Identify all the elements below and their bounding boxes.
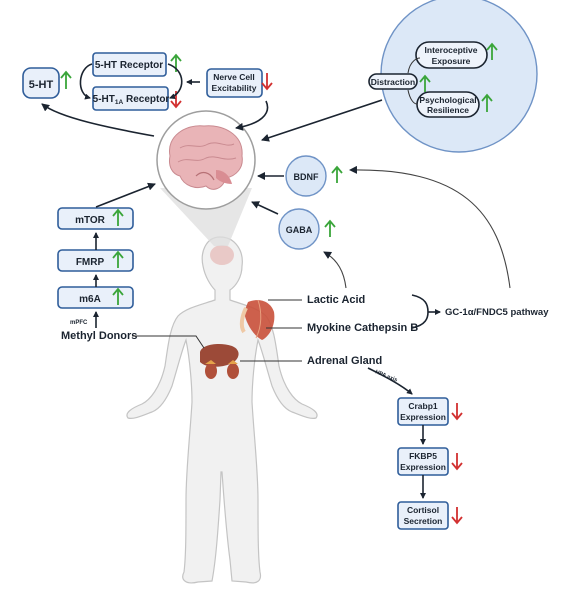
up-arrow-icon: [60, 70, 72, 89]
resilience-line2: Resilience: [427, 105, 469, 115]
lactic-acid-label: Lactic Acid: [307, 294, 365, 306]
arrow-mind-to-brain: [261, 99, 383, 142]
up-arrow-icon: [112, 250, 124, 268]
cortisol-box: [397, 501, 449, 530]
gaba-circle: [278, 208, 320, 250]
link-distraction-interoceptive: [407, 57, 421, 74]
up-arrow-icon: [481, 93, 493, 112]
bdnf-circle: [285, 155, 327, 197]
down-arrow-icon: [451, 453, 463, 471]
up-arrow-icon: [324, 219, 336, 237]
arrow-gaba-to-brain: [251, 201, 279, 215]
human-body-icon: [126, 236, 318, 584]
ht1a-receptor-box: [92, 86, 169, 111]
brain-icon: [169, 125, 243, 190]
arrow-adrenal-to-crabp: [367, 367, 413, 395]
m6a-label: m6A: [79, 294, 101, 305]
adrenal-gland-icon: [205, 360, 239, 379]
nerve-label-line2: Excitability: [212, 83, 257, 93]
fmrp-label: FMRP: [76, 257, 105, 268]
up-arrow-icon: [112, 287, 124, 305]
up-arrow-icon: [486, 42, 498, 60]
ht-receptor-label: 5-HT Receptor: [95, 60, 163, 71]
fkbp5-line2: Expression: [400, 462, 446, 472]
down-arrow-icon: [261, 73, 273, 91]
gc1-pathway-label: GC-1α/FNDC5 pathway: [445, 307, 549, 318]
crabp1-line1: Crabp1: [408, 401, 438, 411]
arrow-nerve-to-brain: [235, 100, 269, 131]
distraction-box: [368, 73, 418, 90]
down-arrow-icon: [451, 507, 463, 525]
methyl-donors-label: Methyl Donors: [61, 330, 137, 342]
muscle-icon: [239, 299, 275, 340]
ht1a-receptor-label: 5-HT1A Receptor: [93, 94, 170, 106]
arrow-mtor-to-brain: [95, 182, 156, 208]
nerve-label-line1: Nerve Cell: [213, 72, 255, 82]
resilience-line1: Psychological: [419, 95, 476, 105]
up-arrow-icon: [331, 165, 343, 183]
leader-methyl-to-liver: [132, 335, 205, 349]
fkbp5-line1: FKBP5: [409, 451, 437, 461]
serotonin-box: [22, 67, 60, 99]
interoceptive-line2: Exposure: [432, 56, 471, 66]
up-arrow-icon: [112, 208, 124, 226]
ht-receptor-box: [92, 52, 167, 77]
distraction-label: Distraction: [371, 77, 415, 87]
cortisol-line2: Secretion: [404, 516, 443, 526]
up-arrow-icon: [419, 74, 431, 92]
link-distraction-resilience: [407, 89, 418, 105]
interoceptive-line1: Interoceptive: [425, 45, 478, 55]
cortisol-line1: Cortisol: [407, 505, 439, 515]
interoceptive-box: [415, 41, 488, 69]
mtor-label: mTOR: [75, 215, 106, 226]
down-arrow-icon: [451, 403, 463, 421]
adrenal-label: Adrenal Gland: [307, 355, 382, 367]
serotonin-label: 5-HT: [29, 79, 54, 91]
gaba-label: GABA: [286, 225, 313, 235]
arrow-pathway-to-bdnf: [349, 165, 511, 289]
bdnf-label: BDNF: [294, 172, 319, 182]
mpfc-label: mPFC: [70, 320, 88, 326]
cathepsin-label: Myokine Cathepsin B: [307, 322, 418, 334]
arrow-brain-to-serotonin: [41, 103, 155, 137]
arrow-lactic-to-gaba: [323, 251, 347, 289]
arrow-receptor-loop-right: [167, 63, 183, 100]
crabp1-line2: Expression: [400, 412, 446, 422]
arrow-receptor-loop-left: [79, 63, 93, 100]
